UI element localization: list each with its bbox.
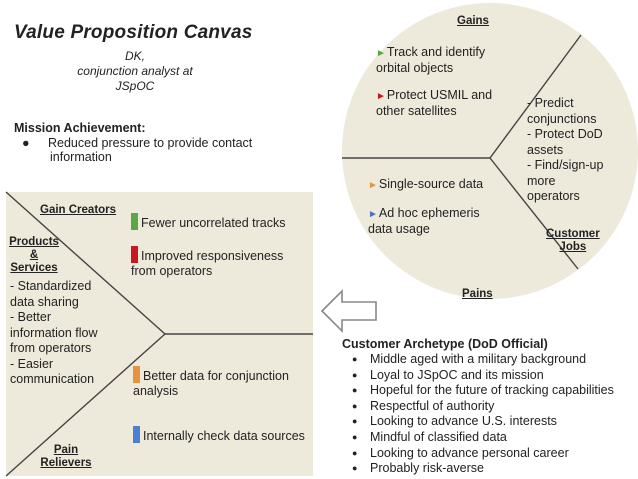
archetype-item: Respectful of authority (352, 399, 614, 415)
job-line: conjunctions (527, 111, 597, 126)
pain-reliever-text: Internally check data sources (143, 429, 305, 443)
pain-relievers-header-line1: Pain (53, 444, 79, 456)
bullet-icon: ● (22, 136, 30, 150)
pain-item: ►Single-source data (368, 177, 498, 193)
persona-role: conjunction analyst at (77, 64, 193, 78)
customer-jobs-header-line1: Customer (546, 228, 600, 240)
gain-creator-item: Fewer uncorrelated tracks (131, 213, 311, 231)
mission-item: ● Reduced pressure to provide contact inf… (22, 136, 310, 164)
orange-triangle-icon: ► (368, 180, 378, 191)
green-triangle-icon: ► (376, 48, 386, 59)
customer-jobs-header: Customer Jobs (546, 228, 600, 254)
pain-relievers-header-line2: Relievers (40, 457, 92, 469)
green-square-icon (131, 213, 138, 230)
customer-jobs-list: - Predict conjunctions - Protect DoD ass… (527, 96, 603, 205)
pain-relievers-header: Pain Relievers (38, 444, 94, 470)
persona-block: DK, conjunction analyst at JSpOC (60, 49, 210, 94)
product-line: communication (10, 372, 95, 386)
circle-divider-lower (489, 157, 579, 270)
pain-reliever-text: Better data for conjunction analysis (133, 369, 289, 398)
gain-creator-text: Improved responsiveness from operators (131, 249, 284, 278)
pain-reliever-item: Better data for conjunction analysis (133, 366, 303, 399)
red-triangle-icon: ► (376, 91, 386, 102)
job-line: assets (527, 142, 564, 157)
persona-name: DK, (124, 49, 145, 63)
persona-org: JSpOC (115, 79, 155, 93)
blue-square-icon (133, 426, 140, 443)
pain-item: ►Ad hoc ephemeris data usage (368, 206, 498, 237)
product-line: from operators (10, 341, 92, 355)
product-line: - Better (10, 310, 51, 324)
products-header-line1: Products (9, 236, 59, 248)
customer-jobs-header-line2: Jobs (559, 241, 587, 253)
pain-text: Single-source data (378, 177, 484, 191)
left-arrow-icon (320, 289, 377, 333)
job-line: operators (527, 189, 580, 203)
red-square-icon (131, 246, 138, 263)
gain-item: ►Protect USMIL and other satellites (376, 88, 506, 119)
mission-item-text: Reduced pressure to provide contact info… (48, 136, 253, 164)
circle-divider-upper (489, 34, 582, 159)
square-diagonal-upper (5, 191, 166, 335)
archetype-list: Middle aged with a military background L… (352, 352, 614, 477)
pain-text: Ad hoc ephemeris data usage (368, 206, 480, 236)
archetype-item: Looking to advance U.S. interests (352, 414, 614, 430)
gain-creator-item: Improved responsiveness from operators (131, 246, 306, 279)
gain-text: Track and identify orbital objects (376, 45, 486, 75)
archetype-item: Probably risk-averse (352, 461, 614, 477)
product-line: - Easier (10, 356, 54, 371)
square-diagonal-lower (5, 333, 166, 477)
blue-triangle-icon: ► (368, 209, 378, 220)
product-line: data sharing (10, 294, 79, 309)
job-line: - Predict (527, 96, 574, 110)
archetype-item: Hopeful for the future of tracking capab… (352, 383, 614, 399)
archetype-item: Mindful of classified data (352, 430, 614, 446)
gain-creator-text: Fewer uncorrelated tracks (141, 216, 286, 230)
gain-text: Protect USMIL and other satellites (376, 88, 493, 118)
archetype-item: Middle aged with a military background (352, 352, 614, 368)
orange-square-icon (133, 366, 140, 383)
pains-header: Pains (462, 288, 493, 300)
archetype-item: Looking to advance personal career (352, 446, 614, 462)
job-line: - Protect DoD (527, 127, 603, 141)
product-line: information flow (10, 325, 98, 340)
job-line: - Find/sign-up (527, 158, 604, 172)
gains-header: Gains (457, 15, 489, 27)
gain-creators-header: Gain Creators (40, 204, 117, 216)
archetype-item: Loyal to JSpOC and its mission (352, 368, 614, 384)
page-title: Value Proposition Canvas (14, 22, 253, 43)
products-header-line2: & Services (10, 249, 58, 274)
product-line: - Standardized (10, 279, 92, 293)
products-services-header: Products & Services (6, 236, 62, 275)
mission-title: Mission Achievement: (14, 121, 146, 135)
pain-reliever-item: Internally check data sources (133, 426, 313, 444)
customer-profile-circle (342, 3, 638, 299)
gain-item: ►Track and identify orbital objects (376, 45, 506, 76)
products-list: - Standardized data sharing - Better inf… (10, 279, 98, 388)
archetype-title: Customer Archetype (DoD Official) (342, 337, 548, 351)
job-line: more (527, 173, 556, 188)
